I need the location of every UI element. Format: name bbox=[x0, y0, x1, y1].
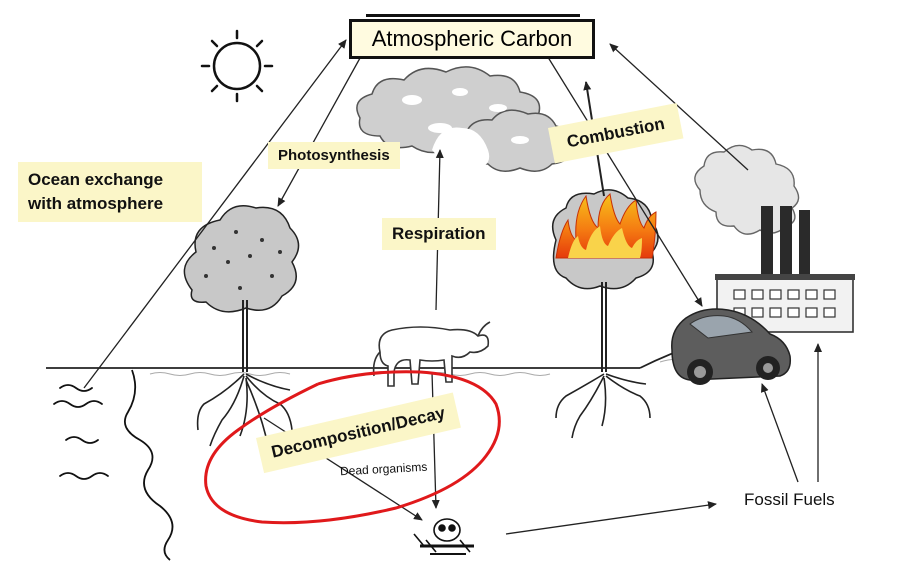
ocean-waves-icon bbox=[53, 384, 109, 480]
arrow-atmosphere-to-tree bbox=[277, 39, 371, 207]
photosynthesis-label: Photosynthesis bbox=[268, 142, 400, 169]
arrow-atmosphere-to-car bbox=[545, 53, 703, 307]
cow-icon bbox=[372, 321, 491, 387]
arrow-skeleton-to-fossil bbox=[505, 501, 717, 535]
factory-icon bbox=[694, 144, 855, 333]
arrow-ocean-to-atmosphere bbox=[83, 39, 347, 389]
sun-icon bbox=[200, 29, 274, 103]
respiration-label: Respiration bbox=[382, 218, 496, 250]
arrow-fossil-to-car bbox=[761, 383, 799, 483]
tree-left-icon bbox=[183, 205, 300, 447]
arrow-cow-to-skeleton bbox=[431, 371, 440, 509]
ocean-exchange-label: Ocean exchange with atmosphere bbox=[18, 162, 202, 222]
ocean-exchange-line2: with atmosphere bbox=[28, 194, 164, 213]
arrow-factory-to-atmosphere bbox=[609, 43, 749, 171]
atmospheric-carbon-title: Atmospheric Carbon bbox=[349, 14, 595, 59]
skeleton-icon bbox=[413, 518, 474, 555]
annotation-circle bbox=[204, 370, 501, 525]
fossil-fuels-label: Fossil Fuels bbox=[744, 490, 835, 509]
coastline bbox=[124, 369, 174, 561]
fire-icon bbox=[555, 193, 657, 259]
ocean-exchange-line1: Ocean exchange bbox=[28, 170, 164, 189]
car-icon bbox=[671, 308, 792, 385]
cloud-icon bbox=[356, 66, 571, 172]
